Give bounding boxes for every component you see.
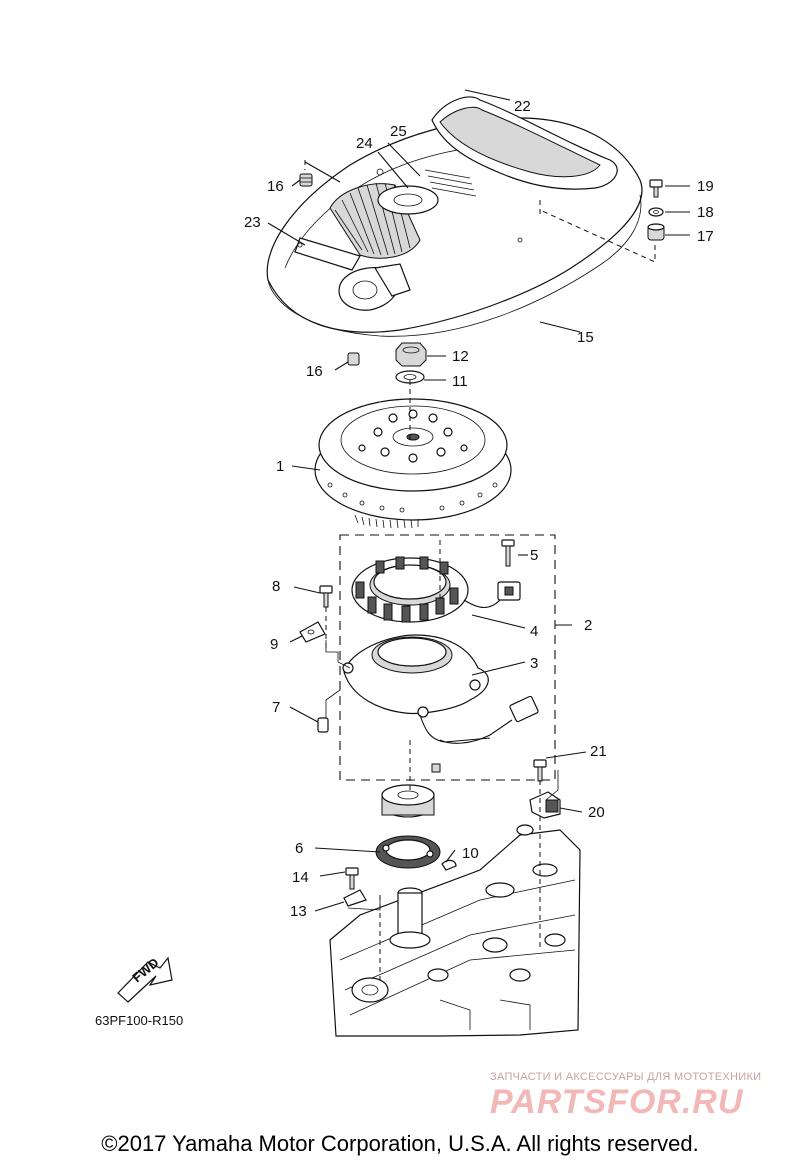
callout-8: 8: [272, 578, 280, 595]
bolt-small: [431, 763, 441, 773]
callout-2: 2: [584, 617, 592, 634]
callout-10: 10: [462, 845, 479, 862]
callout-23: 23: [244, 214, 261, 231]
callout-22: 22: [514, 98, 531, 115]
callout-24: 24: [356, 135, 373, 152]
callout-3: 3: [530, 655, 538, 672]
flywheel-cover: [266, 96, 643, 337]
callout-12: 12: [452, 348, 469, 365]
callout-6: 6: [295, 840, 303, 857]
copyright-notice: ©2017 Yamaha Motor Corporation, U.S.A. A…: [101, 1131, 699, 1156]
grommet-16-bottom: [347, 352, 360, 366]
callout-21: 21: [590, 743, 607, 760]
stator-base: [342, 634, 539, 744]
nut-12: [395, 342, 427, 367]
flywheel: [314, 398, 512, 529]
bolt-19: [649, 179, 663, 198]
fwd-arrow: FWD: [117, 955, 173, 1003]
washer-11: [395, 370, 425, 384]
diagram-code: 63PF100-R150: [95, 1013, 183, 1028]
watermark-logo: PARTSFOR.RU: [490, 1083, 744, 1121]
callout-1: 1: [276, 458, 284, 475]
key-10: [441, 859, 457, 871]
callout-20: 20: [588, 804, 605, 821]
watermark-tagline: ЗАПЧАСТИ И АКСЕССУАРЫ ДЛЯ МОТОТЕХНИКИ: [490, 1071, 762, 1083]
connector-lines: [325, 640, 559, 911]
callout-numbers: 1 2 3 4 5 6 7 8 9 10 11 12 13 14 15 16 1…: [244, 98, 714, 920]
callout-14: 14: [292, 869, 309, 886]
plate-6: [375, 835, 441, 869]
leader-lines: [267, 89, 690, 912]
callout-11: 11: [452, 373, 468, 390]
callout-13: 13: [290, 903, 307, 920]
callout-18: 18: [697, 204, 714, 221]
callout-16-bottom: 16: [306, 363, 323, 380]
callout-4: 4: [530, 623, 538, 640]
pulley-gear: [381, 784, 435, 818]
stator-coil: [351, 556, 521, 623]
grommet-17: [647, 223, 665, 241]
callout-15: 15: [577, 329, 594, 346]
pin-7: [317, 717, 329, 733]
callout-7: 7: [272, 699, 280, 716]
sensor-20: [529, 791, 561, 819]
callout-25: 25: [390, 123, 407, 140]
bolt-21: [533, 759, 547, 782]
bolt-5: [501, 539, 515, 567]
callout-19: 19: [697, 178, 714, 195]
engine-block: [329, 824, 581, 1037]
bolt-8: [319, 585, 333, 608]
callout-16-top: 16: [267, 178, 284, 195]
callout-9: 9: [270, 636, 278, 653]
grommet-16-top: [299, 173, 313, 187]
washer-18: [648, 207, 664, 217]
clamp-9: [299, 621, 326, 643]
callout-5: 5: [530, 547, 538, 564]
clamp-13: [343, 889, 367, 907]
bolt-14: [345, 867, 359, 890]
center-lines: [304, 160, 656, 980]
stator-assembly-box: [339, 534, 556, 781]
callout-17: 17: [697, 228, 714, 245]
